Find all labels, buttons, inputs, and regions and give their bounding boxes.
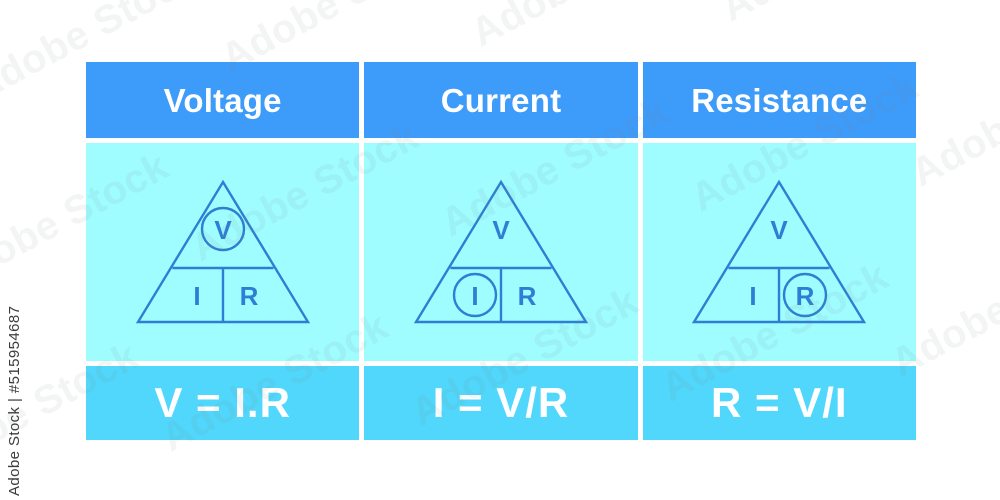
triangle-letter-bottom-right: R bbox=[518, 281, 537, 311]
table-formula-row: V = I.R I = V/R R = V/I bbox=[86, 366, 916, 440]
triangle-letter-bottom-left: I bbox=[193, 281, 200, 311]
diagram-cell-voltage: V I R bbox=[86, 143, 360, 361]
highlight-circle-v bbox=[200, 206, 245, 252]
formula-text-voltage: V = I.R bbox=[154, 379, 291, 426]
header-cell-voltage: Voltage bbox=[86, 62, 360, 138]
triangle-letter-top: V bbox=[214, 215, 232, 245]
header-cell-current: Current bbox=[364, 62, 638, 138]
formula-text-current: I = V/R bbox=[432, 379, 570, 426]
watermark-tile: Adobe Stock bbox=[714, 0, 956, 31]
ohms-law-triangle-current: V I R bbox=[413, 179, 589, 324]
highlight-circle-r bbox=[783, 272, 828, 318]
triangle-letter-top: V bbox=[492, 215, 510, 245]
diagram-cell-resistance: V I R bbox=[642, 143, 916, 361]
ohms-law-triangle-voltage: V I R bbox=[135, 179, 310, 324]
watermark-tile: Adobe Stock bbox=[904, 39, 1000, 196]
watermark-credit-text: Adobe Stock | #515954687 bbox=[6, 305, 23, 496]
header-cell-resistance: Resistance bbox=[642, 62, 916, 138]
formula-cell-current: I = V/R bbox=[364, 366, 638, 440]
triangle-letter-bottom-left: I bbox=[750, 281, 757, 311]
table-header-row: Voltage Current Resistance bbox=[86, 62, 916, 138]
header-label-current: Current bbox=[440, 81, 562, 119]
header-label-voltage: Voltage bbox=[163, 81, 282, 119]
ohms-law-table: Voltage Current Resistance V I R bbox=[86, 62, 916, 440]
triangle-letter-top: V bbox=[771, 215, 789, 245]
triangle-letter-bottom-right: R bbox=[796, 281, 815, 311]
formula-cell-resistance: R = V/I bbox=[642, 366, 916, 440]
table-diagram-row: V I R V I R V bbox=[86, 143, 916, 361]
highlight-circle-i bbox=[452, 272, 498, 318]
triangle-letter-bottom-left: I bbox=[471, 281, 478, 311]
watermark-tile: Adobe Stock bbox=[464, 0, 706, 56]
ohms-law-triangle-resistance: V I R bbox=[692, 179, 867, 324]
formula-cell-voltage: V = I.R bbox=[86, 366, 360, 440]
formula-text-resistance: R = V/I bbox=[711, 379, 848, 426]
triangle-letter-bottom-right: R bbox=[239, 281, 258, 311]
header-label-resistance: Resistance bbox=[691, 81, 868, 119]
diagram-cell-current: V I R bbox=[364, 143, 638, 361]
